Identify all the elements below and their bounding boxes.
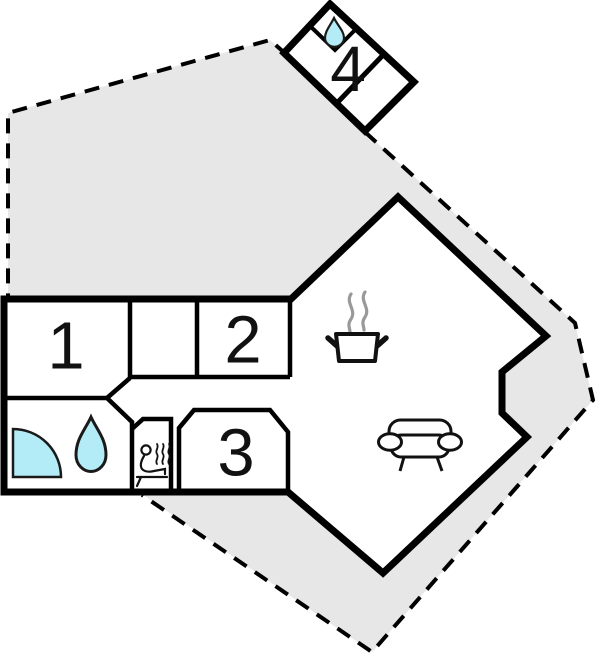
room1-label: 1 [47, 309, 84, 384]
pot-body [334, 332, 380, 363]
annex-divider [335, 51, 387, 105]
cooking-pot-steam-icon [325, 290, 389, 363]
sauna-person-body [139, 454, 167, 476]
sauna-steam-3 [167, 443, 171, 465]
pot-steam-1 [347, 292, 355, 334]
annex-nook-walls [307, 23, 359, 53]
shower-quarter-circle-icon [11, 427, 63, 479]
main-building: 1 2 3 [0, 192, 552, 578]
sauna-bench [135, 475, 169, 488]
plot-boundary-left-dashed [6, 37, 289, 298]
interior-walls [4, 301, 293, 490]
sauna-steam-1 [155, 443, 159, 465]
sofa-armrest-right [437, 432, 463, 452]
sauna-person-head [140, 444, 152, 456]
wall-bath-sauna [105, 396, 135, 490]
annex-water-drop-icon [323, 15, 346, 48]
room3-label: 3 [217, 416, 254, 491]
plot-boundary [6, 37, 596, 655]
annex-outline [279, 0, 420, 136]
wall-room3 [176, 407, 291, 490]
sofa-legs [398, 456, 444, 472]
sofa-icon [377, 418, 463, 472]
water-drop-icon [74, 413, 108, 473]
room2-label: 2 [224, 303, 261, 378]
sauna-steam-2 [161, 443, 165, 465]
plot-boundary-right-dashed [140, 130, 596, 655]
wall-sauna [130, 416, 174, 490]
sofa-armrest-left [377, 432, 403, 452]
pot-steam-2 [361, 290, 369, 332]
annex-building: 4 [279, 0, 420, 136]
wall-hall-funnel [105, 376, 132, 400]
sauna-person-steam-icon [135, 443, 171, 488]
room4-label: 4 [330, 33, 366, 105]
